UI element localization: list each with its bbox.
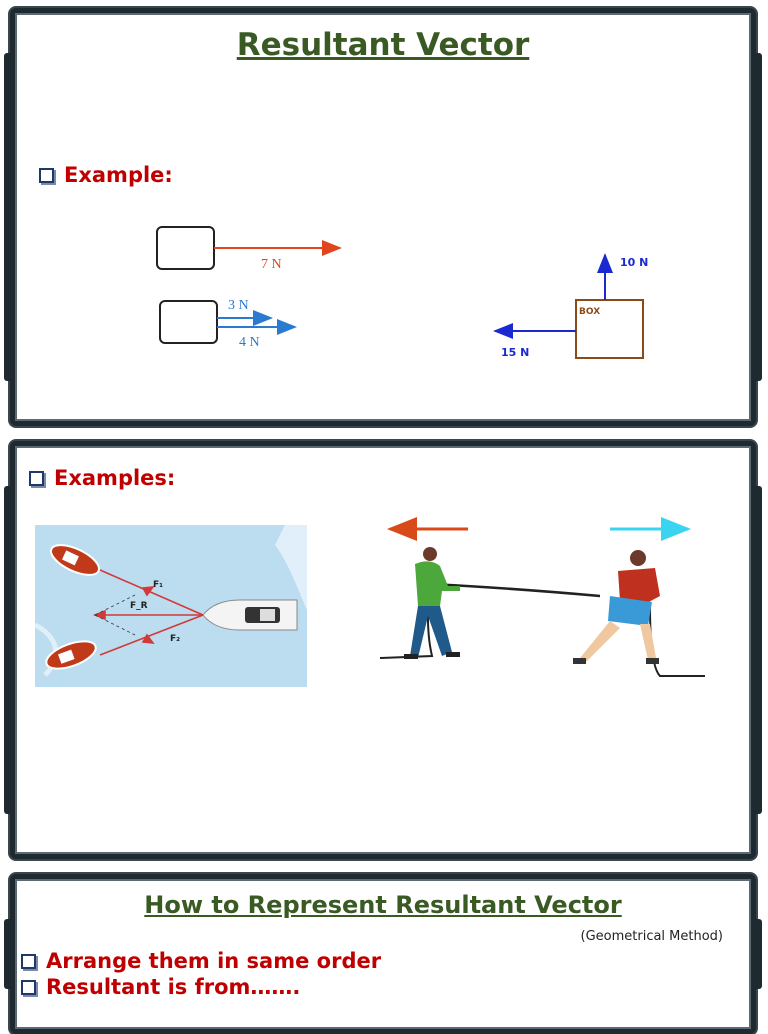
label-f1: F₁ xyxy=(153,580,163,590)
diagram-two-forces: 3 N 4 N xyxy=(159,298,297,350)
box-label: BOX xyxy=(579,307,600,317)
force-label-3n: 3 N xyxy=(228,298,249,313)
block-a xyxy=(156,226,215,270)
boats-towing-image: F₁ F_R F₂ xyxy=(35,525,307,687)
bullet-resultant-label: Resultant is from……. xyxy=(46,975,301,999)
checkbox-bullet-icon xyxy=(39,167,54,183)
force-label-4n: 4 N xyxy=(239,335,260,350)
boat-large xyxy=(202,599,298,631)
force-label-7n: 7 N xyxy=(261,257,282,272)
boat-top xyxy=(49,544,101,576)
diagram-box-forces: BOX 10 N 15 N xyxy=(493,253,648,359)
method-subtitle: (Geometrical Method) xyxy=(580,929,724,944)
checkbox-bullet-icon xyxy=(29,470,44,486)
tug-of-war-image xyxy=(379,517,705,677)
rope xyxy=(429,582,601,598)
slide-resultant-vector: Resultant Vector Example: 7 N xyxy=(4,8,762,426)
block-b xyxy=(159,300,218,344)
checkbox-bullet-icon xyxy=(21,979,36,995)
examples-label: Examples: xyxy=(54,466,176,490)
slide-title: Resultant Vector xyxy=(236,27,530,63)
boat-bottom xyxy=(45,640,97,670)
slide-examples: Examples: xyxy=(4,441,762,859)
person-right xyxy=(573,550,660,664)
force-label-10n: 10 N xyxy=(620,256,648,269)
bullet-resultant: Resultant is from……. xyxy=(21,975,300,999)
bullet-arrange: Arrange them in same order xyxy=(21,949,381,973)
person-left xyxy=(404,547,460,659)
example-label: Example: xyxy=(64,163,173,187)
bullet-arrange-label: Arrange them in same order xyxy=(46,949,382,973)
examples-bullet: Examples: xyxy=(29,466,175,490)
force-diagrams: 7 N 3 N 4 N BOX 10 N 15 N xyxy=(156,226,648,359)
example-bullet: Example: xyxy=(39,163,173,187)
box xyxy=(575,299,644,359)
slide-how-to-represent: How to Represent Resultant Vector (Geome… xyxy=(4,874,762,1034)
diagram-single-force: 7 N xyxy=(156,226,342,272)
slide-title: How to Represent Resultant Vector xyxy=(144,891,622,919)
checkbox-bullet-icon xyxy=(21,953,36,969)
label-f2: F₂ xyxy=(170,634,180,644)
label-fr: F_R xyxy=(130,601,148,611)
force-label-15n: 15 N xyxy=(501,346,529,359)
